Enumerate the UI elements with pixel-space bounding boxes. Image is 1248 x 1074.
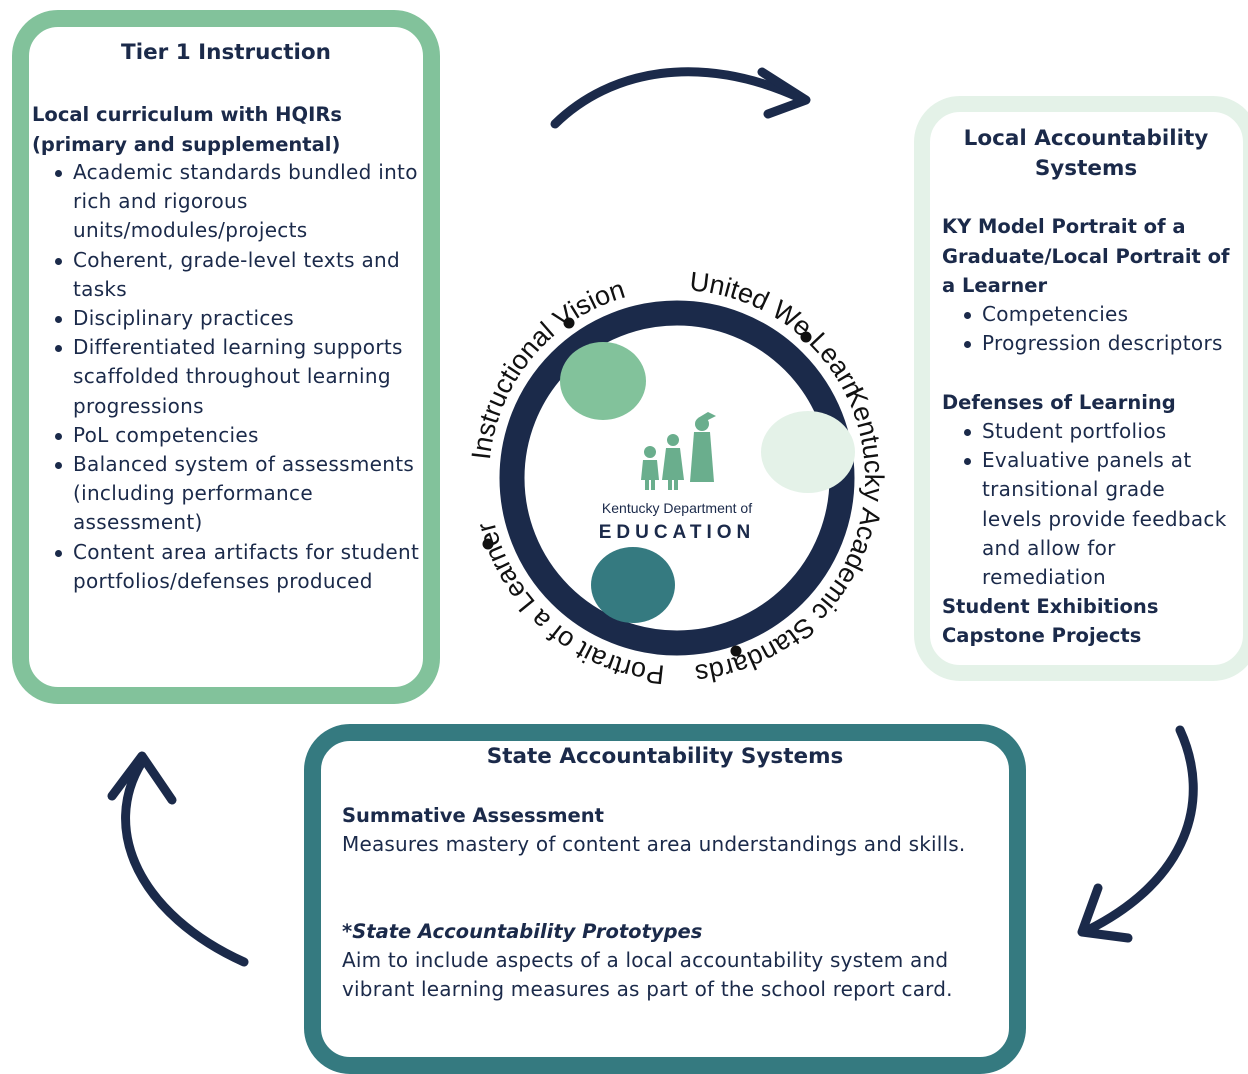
state-heading-prototypes: *State Accountability Prototypes bbox=[342, 920, 703, 943]
emblem-dot-pale-green bbox=[761, 411, 855, 493]
emblem-dot-light-green bbox=[560, 342, 646, 420]
state-heading-summative: Summative Assessment bbox=[342, 804, 604, 827]
local-portrait-list: Competencies Progression descriptors bbox=[964, 300, 1227, 358]
tier1-bullet: Academic standards bundled into rich and… bbox=[55, 158, 427, 246]
local-section-capstone: Capstone Projects bbox=[942, 624, 1142, 647]
tier1-bullet: Differentiated learning supports scaffol… bbox=[55, 333, 427, 421]
tier1-bullet: Content area artifacts for student portf… bbox=[55, 538, 427, 596]
local-accountability-box bbox=[914, 96, 1248, 681]
state-text-summative: Measures mastery of content area underst… bbox=[342, 832, 966, 856]
arrow-right-icon bbox=[1077, 725, 1198, 943]
local-defenses-bullet: Evaluative panels at transitional grade … bbox=[964, 446, 1227, 592]
kde-logo-figures-icon bbox=[641, 412, 716, 490]
tier1-bullet: Balanced system of assessments (includin… bbox=[55, 450, 427, 538]
arrow-left-icon bbox=[107, 751, 249, 967]
kde-logo-line1: Kentucky Department of bbox=[602, 500, 752, 516]
local-title: Local Accountability Systems bbox=[963, 126, 1209, 181]
local-section-defenses: Defenses of Learning bbox=[942, 391, 1176, 414]
tier1-bullet: Disciplinary practices bbox=[55, 304, 427, 333]
tier1-bullet-list: Academic standards bundled into rich and… bbox=[55, 158, 427, 596]
tier1-bullet: Coherent, grade-level texts and tasks bbox=[55, 246, 427, 304]
kde-logo-line2: EDUCATION bbox=[599, 522, 756, 543]
local-portrait-bullet: Progression descriptors bbox=[964, 329, 1227, 358]
local-defenses-list: Student portfolios Evaluative panels at … bbox=[964, 417, 1227, 592]
arrow-top-icon bbox=[550, 67, 811, 129]
local-portrait-bullet: Competencies bbox=[964, 300, 1227, 329]
local-defenses-bullet: Student portfolios bbox=[964, 417, 1227, 446]
tier1-box bbox=[12, 10, 440, 704]
state-title: State Accountability Systems bbox=[486, 744, 844, 769]
tier1-bullet: PoL competencies bbox=[55, 421, 427, 450]
emblem-dot-teal bbox=[591, 547, 675, 623]
tier1-subheading: Local curriculum with HQIRs (primary and… bbox=[32, 103, 342, 156]
local-section-exhibitions: Student Exhibitions bbox=[942, 595, 1159, 618]
ring-separator-dots bbox=[482, 317, 812, 657]
state-text-prototypes: Aim to include aspects of a local accoun… bbox=[342, 948, 953, 1001]
tier1-title: Tier 1 Instruction bbox=[121, 40, 331, 65]
local-section-portrait: KY Model Portrait of a Graduate/Local Po… bbox=[942, 215, 1230, 297]
